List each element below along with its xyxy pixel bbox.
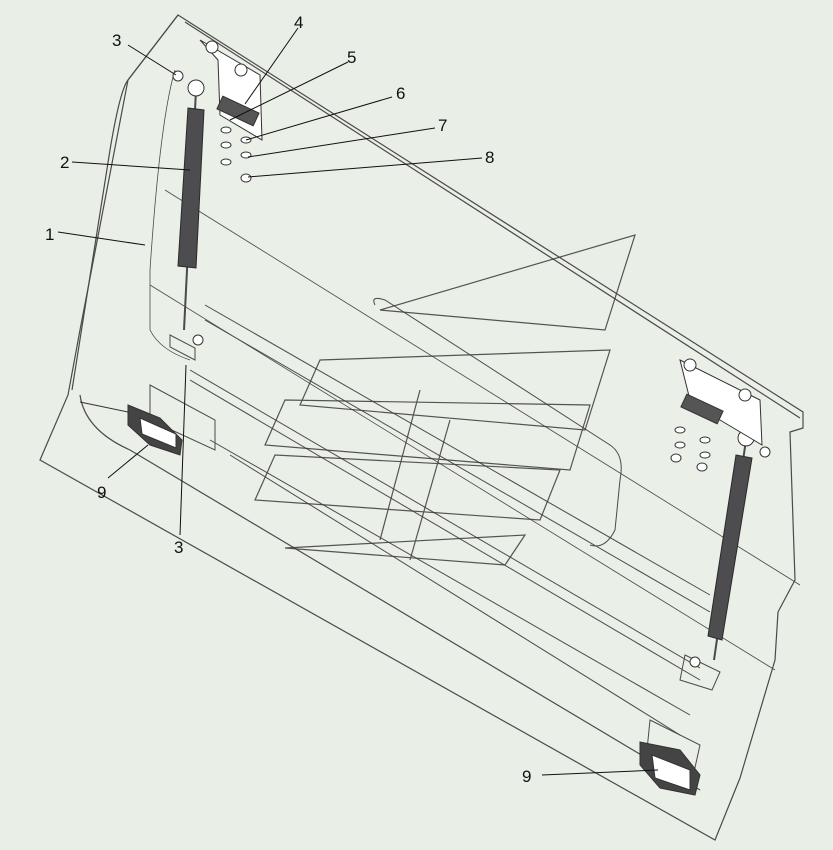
leader-lines [57, 27, 659, 776]
callout-1: 1 [45, 225, 54, 244]
callout-9-left: 9 [97, 483, 106, 502]
latch-right [639, 741, 701, 796]
panel-body [39, 14, 804, 841]
callout-8: 8 [485, 148, 494, 167]
callout-5: 5 [347, 48, 356, 67]
handle-rails [149, 297, 721, 791]
callout-9-right: 9 [522, 767, 531, 786]
latch-left [79, 401, 183, 456]
callout-3-bottom: 3 [174, 538, 183, 557]
callout-2: 2 [60, 153, 69, 172]
callout-7: 7 [438, 116, 447, 135]
hinge-top [199, 39, 263, 183]
callout-labels: 3 2 1 4 5 6 7 8 9 3 9 [45, 13, 531, 786]
callout-3-top: 3 [112, 31, 121, 50]
gas-strut-left [172, 70, 205, 346]
hinge-right [670, 358, 763, 472]
watermark-logo [254, 234, 636, 566]
callout-6: 6 [396, 84, 405, 103]
callout-4: 4 [294, 13, 303, 32]
